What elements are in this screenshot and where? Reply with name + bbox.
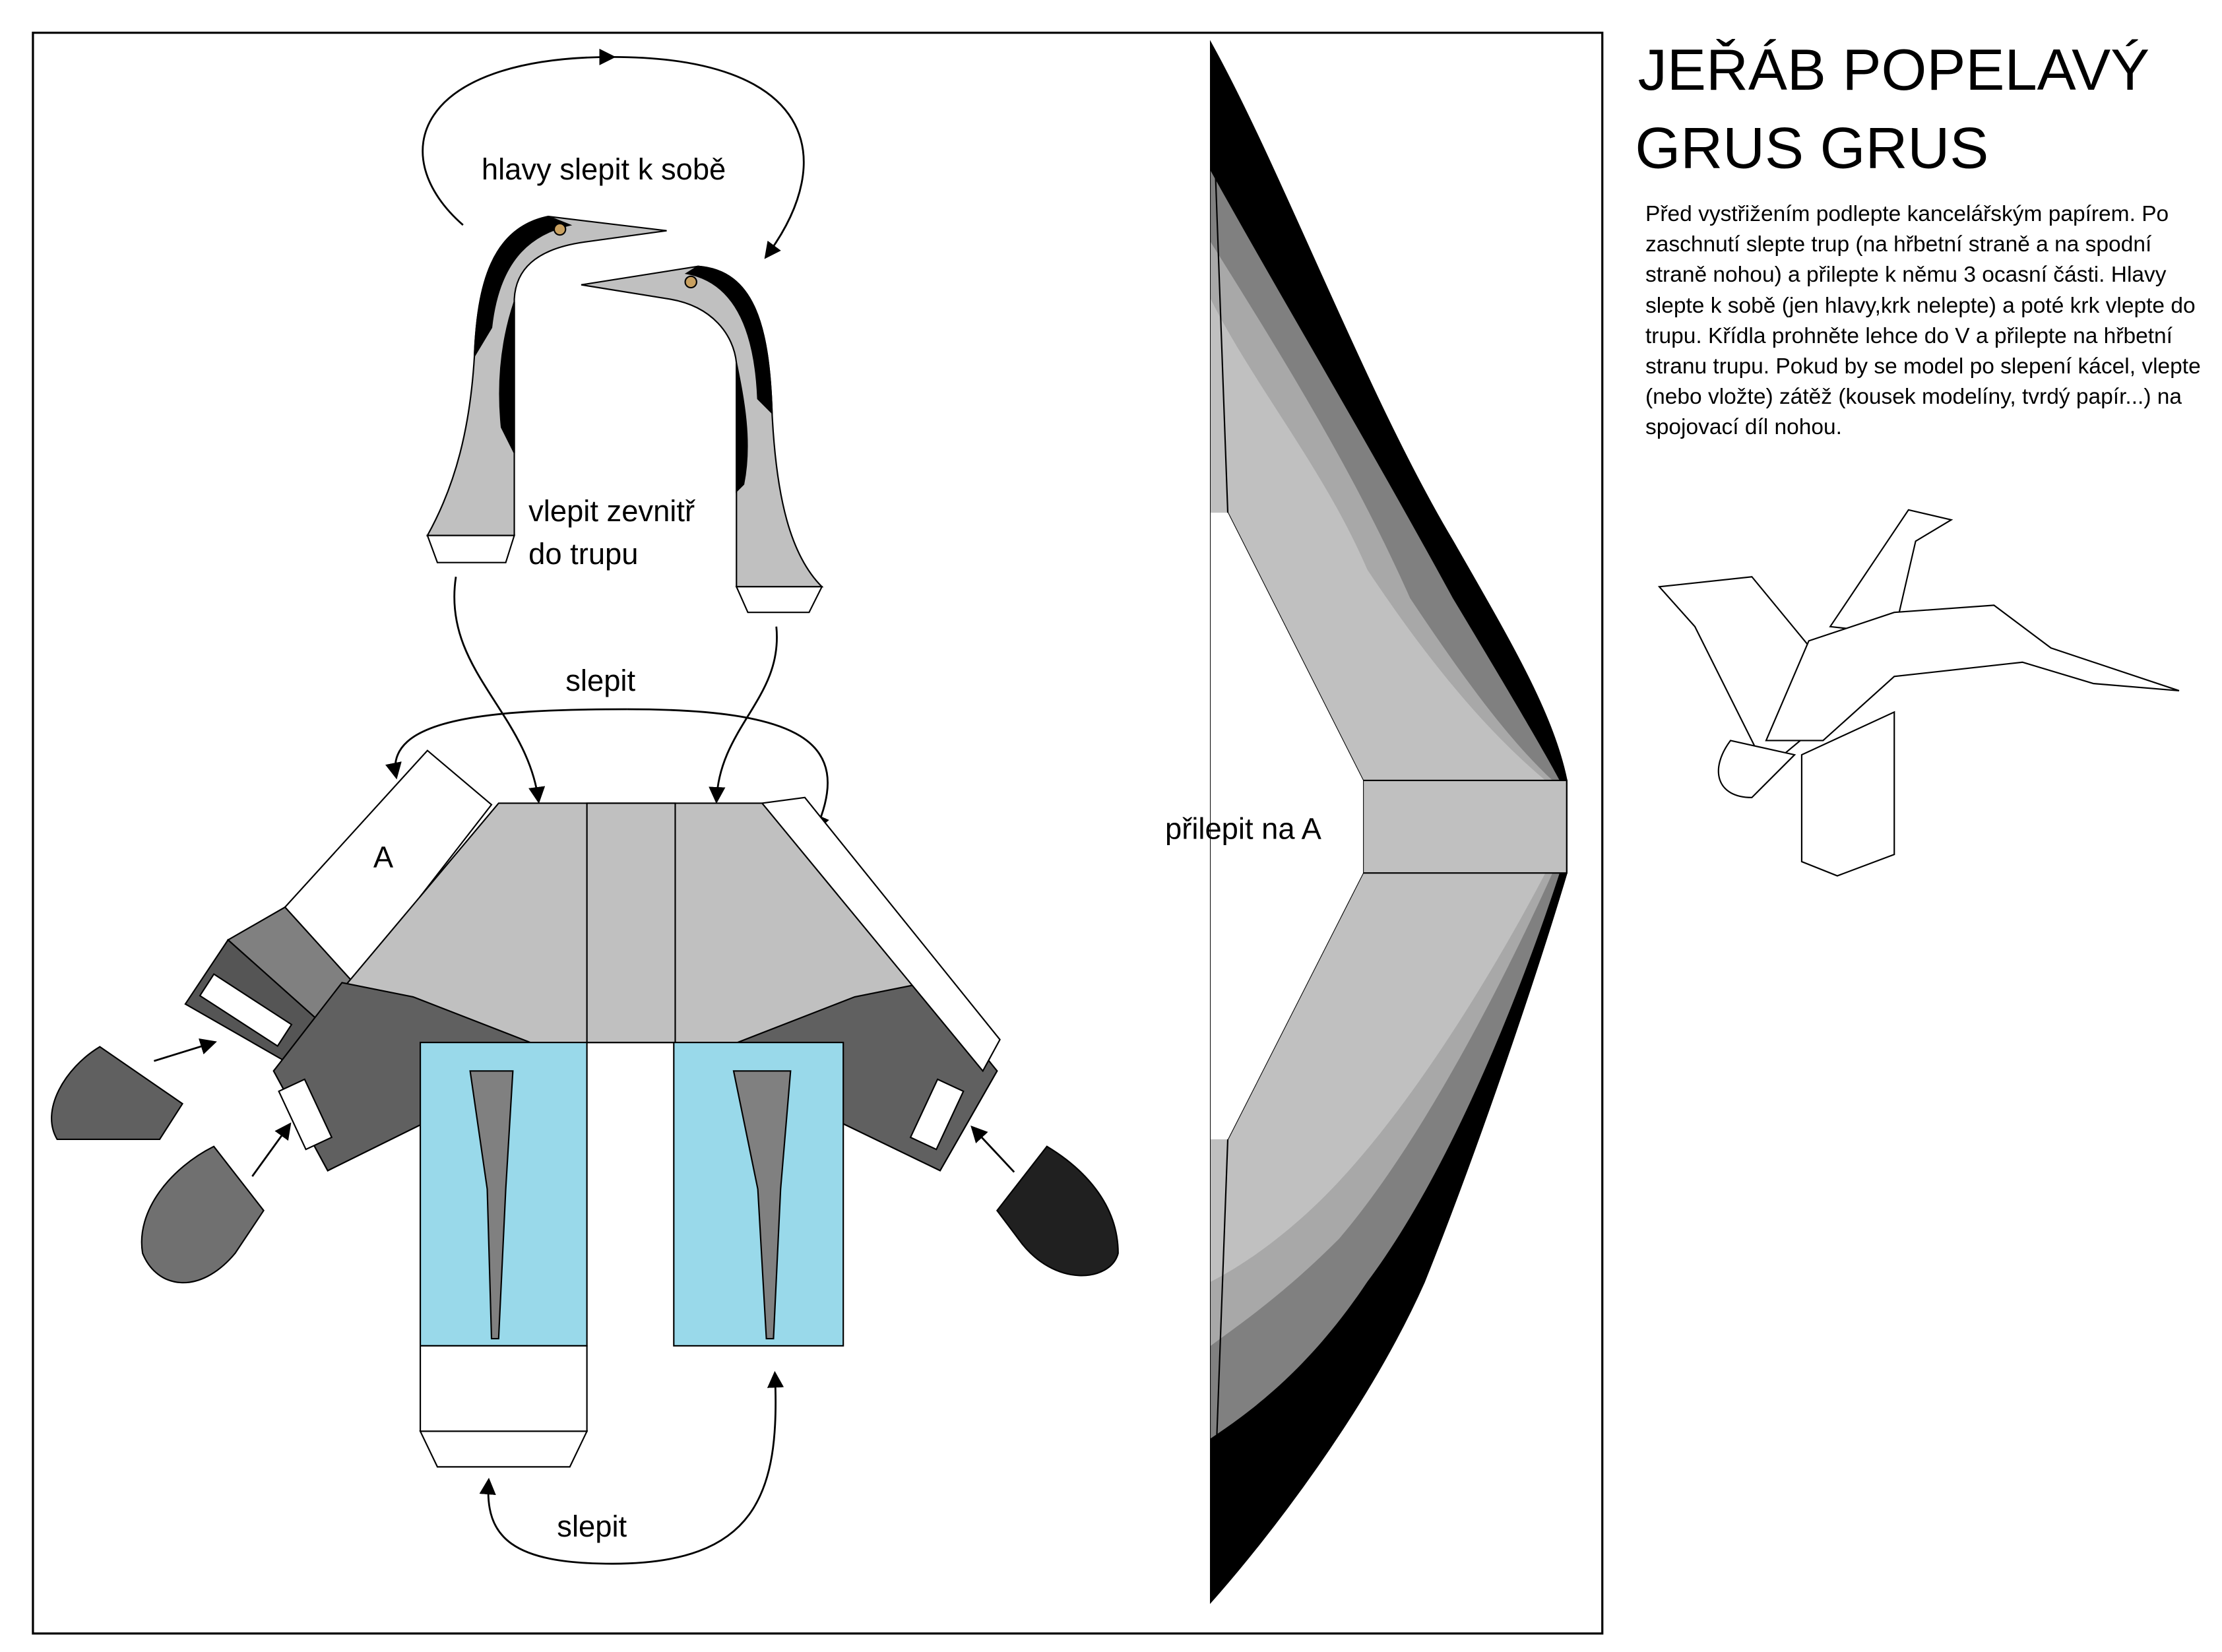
arrow-heads-right bbox=[612, 55, 805, 259]
label-neck-line1: vlepit zevnitř bbox=[528, 494, 695, 528]
arrow-tail-2 bbox=[251, 1122, 292, 1177]
arrow-tail-3 bbox=[970, 1125, 1015, 1173]
title-czech: JEŘÁB POPELAVÝ bbox=[1638, 37, 2150, 102]
title-latin: GRUS GRUS bbox=[1635, 115, 1988, 181]
arrows bbox=[153, 48, 1015, 1565]
label-wing-glue: přilepit na A bbox=[1165, 811, 1322, 845]
arrow-heads-left bbox=[422, 48, 616, 226]
label-legs-glue: slepit bbox=[557, 1509, 627, 1543]
arrow-neck-left bbox=[453, 577, 546, 804]
eye bbox=[553, 222, 567, 236]
legs-part bbox=[419, 1042, 844, 1468]
body-part bbox=[184, 749, 1001, 1172]
arrow-body-right bbox=[627, 708, 829, 832]
arrow-body-left bbox=[385, 708, 627, 780]
arrow-legs-left bbox=[479, 1477, 613, 1565]
label-tab-a: A bbox=[373, 841, 394, 874]
arrow-tail-1 bbox=[153, 1038, 217, 1062]
label-neck-line2: do trupu bbox=[528, 537, 638, 571]
right-head-neck bbox=[581, 265, 824, 614]
instructions-text: Před vystřižením podlepte kancelářským p… bbox=[1645, 202, 2201, 440]
assembled-model-sketch bbox=[1657, 509, 2180, 877]
arrow-legs-right bbox=[612, 1371, 784, 1565]
eye bbox=[684, 275, 697, 289]
left-head-neck bbox=[426, 215, 667, 563]
tail-feathers bbox=[51, 1046, 1119, 1284]
sheet-border bbox=[32, 32, 1604, 1635]
label-body-glue: slepit bbox=[565, 664, 635, 697]
label-heads: hlavy slepit k sobě bbox=[482, 152, 726, 186]
arrow-neck-right bbox=[709, 626, 778, 804]
wing-part bbox=[1210, 40, 1568, 1604]
